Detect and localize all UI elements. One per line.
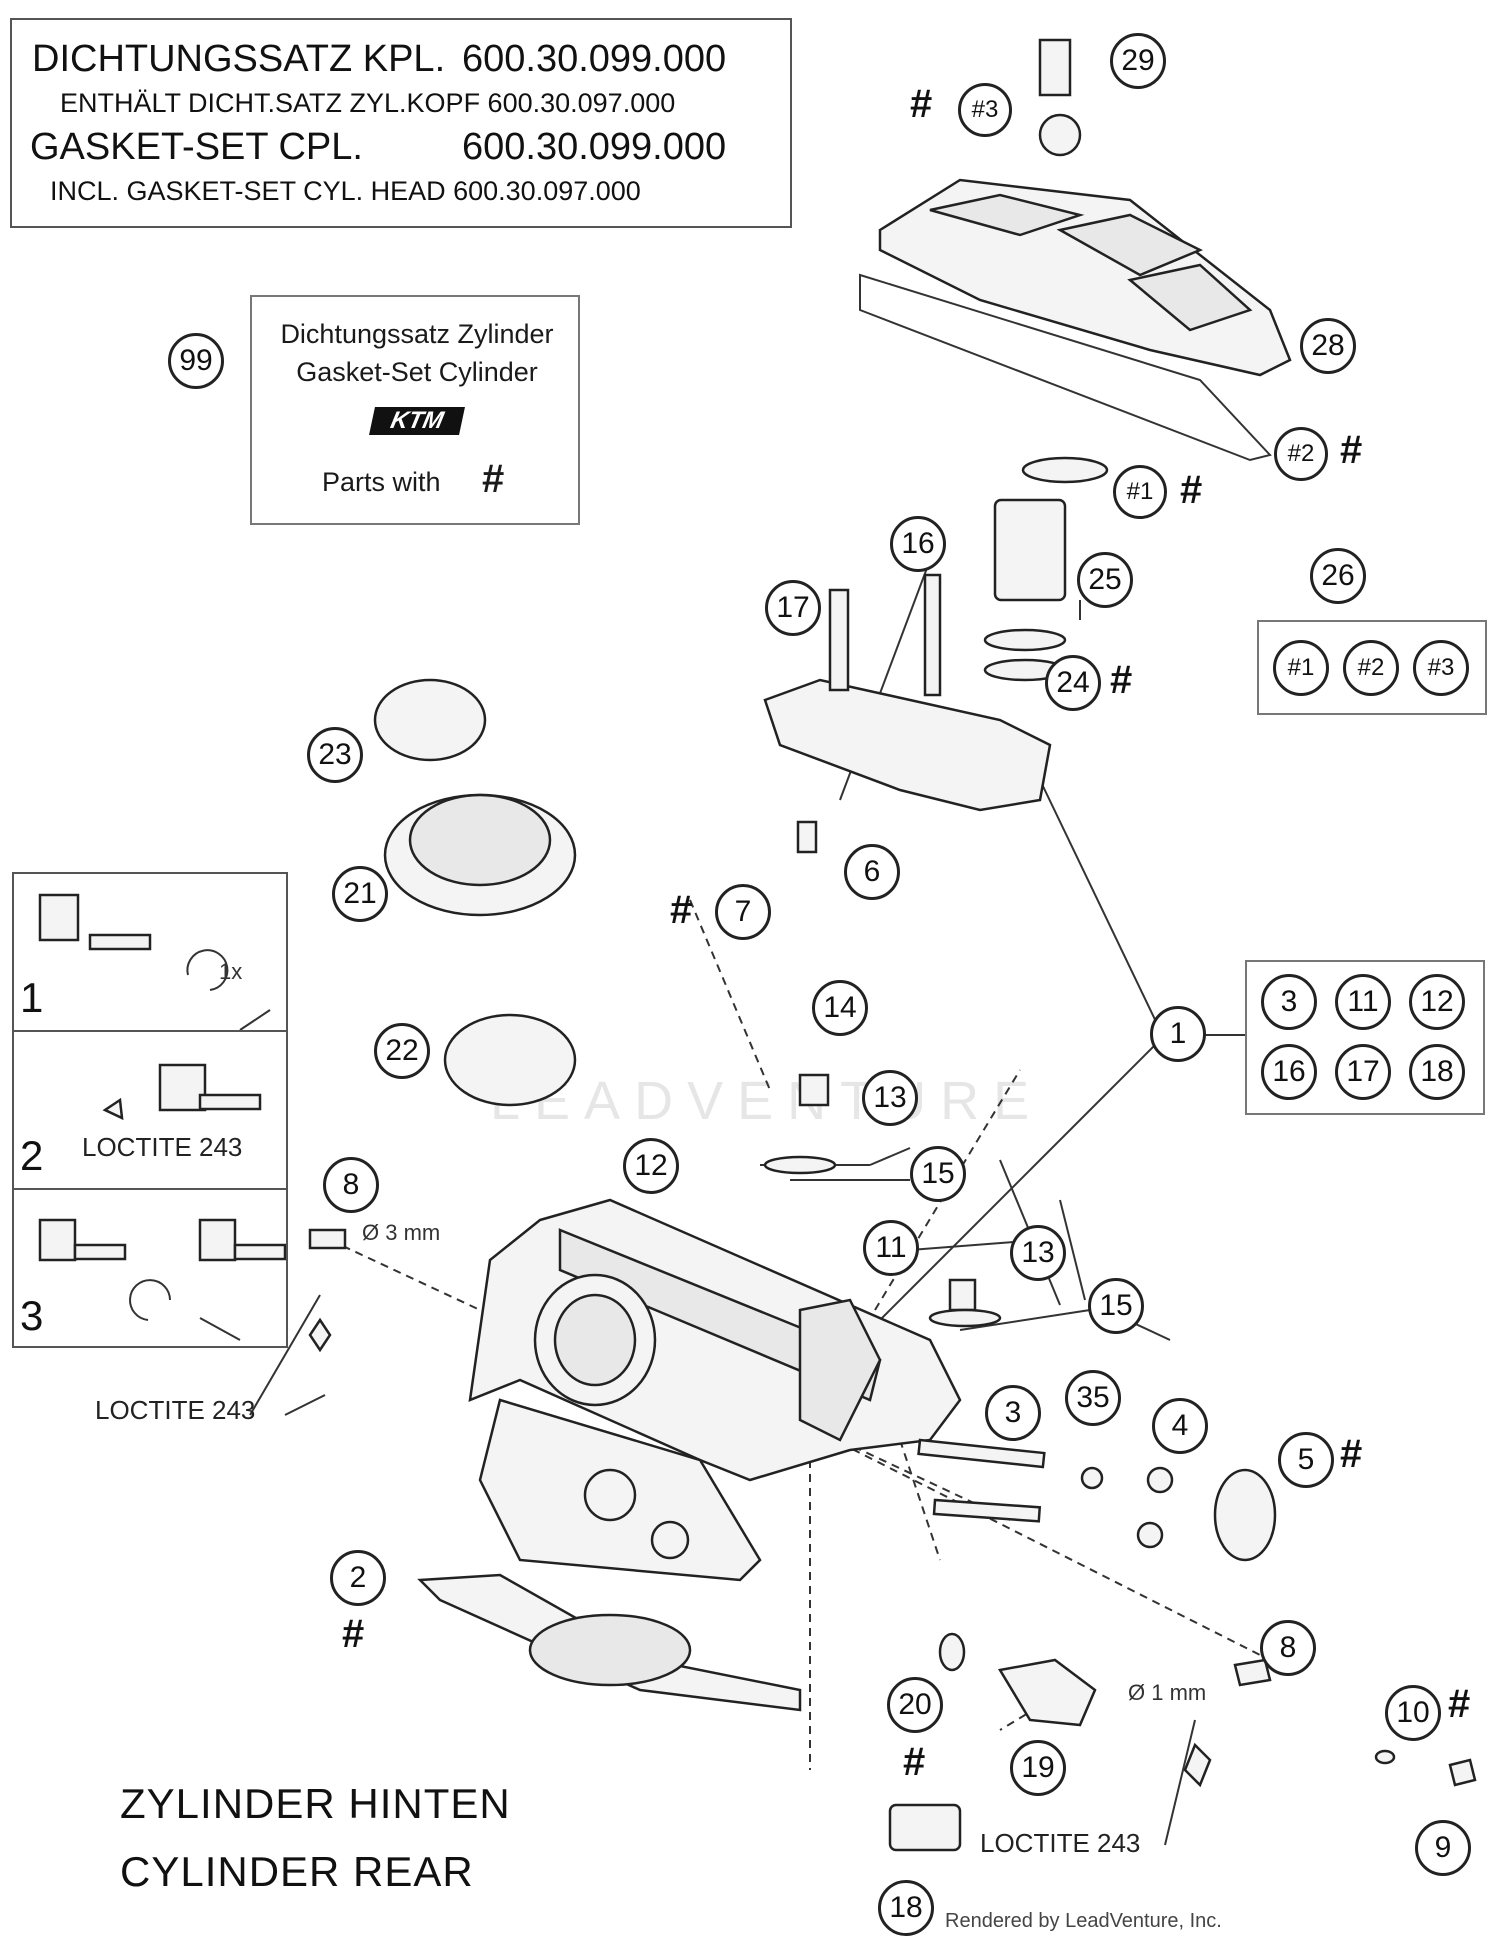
diameter-1mm-note: Ø 1 mm <box>1128 1680 1207 1705</box>
step-panel-3: 3 <box>12 1188 288 1348</box>
head-gasket <box>417 1573 802 1712</box>
gasket-box-line1: Dichtungssatz Zylinder <box>280 319 554 349</box>
hash-mark-24: # <box>1110 658 1133 702</box>
callout-7: 7 <box>715 884 771 940</box>
callout-1: 1 <box>1150 1006 1206 1062</box>
callout-8-lower: 8 <box>1260 1620 1316 1676</box>
step-panel-1: 1 1x <box>12 872 288 1032</box>
valve-cover <box>859 38 1292 462</box>
callout-25: 25 <box>1077 552 1133 608</box>
header-line2: ENTHÄLT DICHT.SATZ ZYL.KOPF 600.30.097.0… <box>60 88 676 118</box>
hash-mark-2: # <box>1340 428 1363 472</box>
header-line1-label: DICHTUNGSSATZ KPL. <box>32 38 446 80</box>
callout-28: 28 <box>1300 318 1356 374</box>
callout-2: 2 <box>330 1550 386 1606</box>
intake-boot <box>373 678 577 1107</box>
step-panel-2: 2 LOCTITE 243 <box>12 1030 288 1190</box>
callout-20: 20 <box>887 1677 943 1733</box>
small-parts <box>308 820 1477 1852</box>
callout-8-upper: 8 <box>323 1157 379 1213</box>
kit-26-box: #1 #2 #3 <box>1257 620 1487 715</box>
hash-mark-2-gasket: # <box>342 1612 365 1656</box>
step-3-number: 3 <box>20 1292 44 1339</box>
callout-13-lower: 13 <box>1010 1225 1066 1281</box>
callout-14: 14 <box>812 980 868 1036</box>
header-line4: INCL. GASKET-SET CYL. HEAD 600.30.097.00… <box>50 176 641 206</box>
step-2-note: LOCTITE 243 <box>82 1132 243 1162</box>
kit-26-item-1: #1 <box>1273 640 1329 696</box>
callout-11: 11 <box>863 1220 919 1276</box>
callout-16: 16 <box>890 516 946 572</box>
callout-9: 9 <box>1415 1820 1471 1876</box>
studs <box>917 1438 1046 1523</box>
callout-15-upper: 15 <box>910 1146 966 1202</box>
camshaft-carrier <box>763 573 1052 812</box>
callout-26: 26 <box>1310 548 1366 604</box>
kit-1-item-11: 11 <box>1335 974 1391 1030</box>
callout-10: 10 <box>1385 1685 1441 1741</box>
caption-english: CYLINDER REAR <box>120 1848 474 1895</box>
callout-4: 4 <box>1152 1398 1208 1454</box>
gasket-set-header-box: DICHTUNGSSATZ KPL. 600.30.099.000 ENTHÄL… <box>10 18 792 228</box>
loctite-label-left: LOCTITE 243 <box>95 1395 256 1425</box>
gasket-set-cylinder-box: Dichtungssatz Zylinder Gasket-Set Cylind… <box>250 295 580 525</box>
parts-with-hash: # <box>482 457 505 501</box>
callout-99: 99 <box>168 333 224 389</box>
callout-hash-3: #3 <box>958 83 1012 137</box>
callout-22: 22 <box>374 1023 430 1079</box>
header-line1-number: 600.30.099.000 <box>462 38 727 80</box>
hash-mark-10: # <box>1448 1682 1471 1726</box>
hash-mark-5: # <box>1340 1432 1363 1476</box>
callout-3: 3 <box>985 1385 1041 1441</box>
callout-21: 21 <box>332 866 388 922</box>
callout-24: 24 <box>1045 655 1101 711</box>
watermark-text: LEADVENTURE <box>490 1071 1044 1131</box>
kit-26-item-2: #2 <box>1343 640 1399 696</box>
step-2-number: 2 <box>20 1132 44 1179</box>
kit-1-item-12: 12 <box>1409 974 1465 1030</box>
kit-1-item-3: 3 <box>1261 974 1317 1030</box>
cylinder-head <box>468 1198 962 1582</box>
callout-19: 19 <box>1010 1740 1066 1796</box>
step-1-number: 1 <box>20 974 44 1021</box>
callout-15-lower: 15 <box>1088 1278 1144 1334</box>
callout-18: 18 <box>878 1880 934 1936</box>
step-1-note: 1x <box>219 959 243 984</box>
callout-23: 23 <box>307 727 363 783</box>
callout-hash-1: #1 <box>1113 465 1167 519</box>
callout-5: 5 <box>1278 1432 1334 1488</box>
kit-1-box: 3 11 12 16 17 18 <box>1245 960 1485 1115</box>
hash-mark-3: # <box>910 82 933 126</box>
kit-1-item-18: 18 <box>1409 1044 1465 1100</box>
kit-26-item-3: #3 <box>1413 640 1469 696</box>
callout-29: 29 <box>1110 33 1166 89</box>
callout-6: 6 <box>844 844 900 900</box>
callout-13-upper: 13 <box>862 1070 918 1126</box>
header-line3-label: GASKET-SET CPL. <box>30 126 363 168</box>
kit-1-item-17: 17 <box>1335 1044 1391 1100</box>
callout-17: 17 <box>765 580 821 636</box>
step-illustrations <box>38 893 287 1341</box>
callout-12: 12 <box>623 1138 679 1194</box>
kit-1-item-16: 16 <box>1261 1044 1317 1100</box>
ktm-logo: KTM <box>369 407 465 435</box>
callout-35: 35 <box>1065 1370 1121 1426</box>
hash-mark-20: # <box>903 1740 926 1784</box>
hash-mark-1: # <box>1180 468 1203 512</box>
o-rings <box>983 456 1109 682</box>
loctite-label-bottom: LOCTITE 243 <box>980 1828 1141 1858</box>
rendered-by-credit: Rendered by LeadVenture, Inc. <box>945 1910 1222 1932</box>
parts-with-label: Parts with <box>322 467 441 497</box>
callout-hash-2: #2 <box>1274 427 1328 481</box>
hash-mark-7: # <box>670 888 693 932</box>
header-line3-number: 600.30.099.000 <box>462 126 727 168</box>
diameter-3mm-note: Ø 3 mm <box>362 1220 441 1245</box>
caption-german: ZYLINDER HINTEN <box>120 1780 511 1827</box>
gasket-box-line2: Gasket-Set Cylinder <box>296 357 538 387</box>
